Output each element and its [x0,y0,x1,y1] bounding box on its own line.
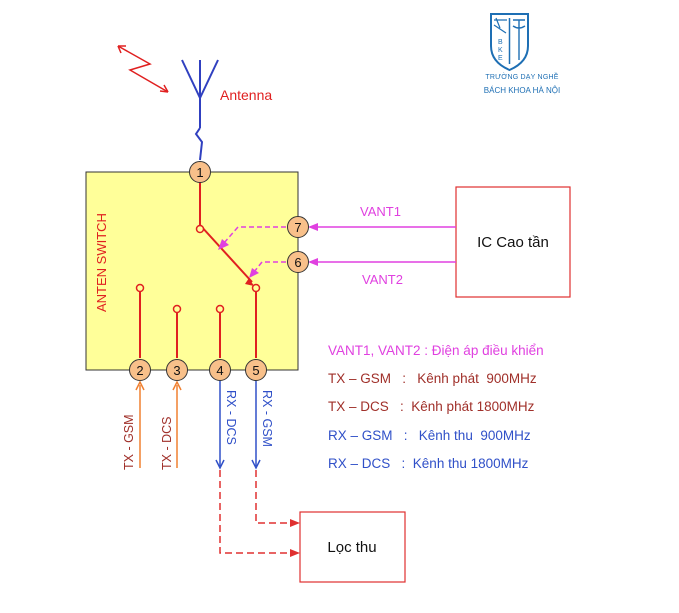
radio-wave-bolt-icon [117,45,169,93]
legend-key: TX – GSM [328,371,392,386]
legend-sep: : [392,428,419,443]
filter-box [299,511,406,583]
rx-gsm-label: RX - GSM [260,390,274,447]
arrowhead-icon [172,380,182,391]
tx-dcs-label: TX - DCS [160,417,174,470]
rx-dcs-dashed-path [219,470,292,554]
legend-sep: : [420,343,432,358]
logo-letter-k: K [498,47,503,54]
rx-dcs-label: RX - DCS [224,390,238,445]
legend-item: RX – DCS : Kênh thu 1800MHz [328,456,528,471]
pin-3-label: 3 [173,363,180,378]
arrowhead-icon [218,239,229,250]
arrowhead-icon [215,459,225,470]
switch-arm [139,182,257,358]
switch-contact [215,304,225,314]
legend-desc: Kênh thu 900MHz [418,428,531,443]
pin-4-label: 4 [216,363,223,378]
legend-sep: : [388,399,412,414]
antenna-label: Antenna [220,87,272,103]
vant1-label: VANT1 [360,204,401,219]
logo-line-2: BÁCH KHOA HÀ NỘI [483,86,561,95]
vant2-label: VANT2 [362,272,403,287]
antenna-icon [181,59,219,161]
anten-switch-box [85,171,299,371]
pin-2-label: 2 [136,363,143,378]
arrowhead-icon [249,268,259,278]
bke-shield-logo-icon: B K E [490,13,529,72]
pin-6 [287,251,309,273]
logo-letter-e: E [498,55,503,62]
legend-key: RX – GSM [328,428,393,443]
legend-sep: : [391,371,418,386]
legend-desc: Kênh phát 1800MHz [411,399,535,414]
pin-4 [209,359,231,381]
control-dashed-arrows [223,226,286,273]
filter-label: Lọc thu [327,539,376,556]
logo-letter-b: B [498,39,503,46]
legend-item: TX – DCS : Kênh phát 1800MHz [328,399,534,414]
arrowhead-icon [290,519,300,527]
rx-gsm-dashed-path [255,470,292,524]
ic-label: IC Cao tần [477,234,549,251]
anten-switch-label: ANTEN SWITCH [94,213,109,312]
arrowhead-icon [251,459,261,470]
switch-contact [195,224,205,234]
arrowhead-icon [308,258,318,266]
tx-gsm-label: TX - GSM [122,414,136,470]
arrowhead-icon [135,380,145,391]
pin-1 [189,161,211,183]
legend-item: VANT1, VANT2 : Điện áp điều khiển [328,343,544,358]
pin-7 [287,216,309,238]
legend-item: TX – GSM : Kênh phát 900MHz [328,371,537,386]
pin-1-label: 1 [196,165,203,180]
legend-desc: Kênh thu 1800MHz [412,456,529,471]
legend-key: TX – DCS [328,399,389,414]
legend-key: RX – DCS [328,456,391,471]
logo-line-1: TRƯỜNG DẠY NGHỀ [485,74,559,81]
pin-5 [245,359,267,381]
arrowhead-icon [290,549,300,557]
legend-desc: Kênh phát 900MHz [417,371,537,386]
switch-contact [135,283,145,293]
switch-contact [251,283,261,293]
legend-desc: Điện áp điều khiển [431,343,544,358]
arrowhead-icon [308,223,318,231]
pin-5-label: 5 [252,363,259,378]
legend-key: VANT1, VANT2 [328,343,421,358]
legend-item: RX – GSM : Kênh thu 900MHz [328,428,531,443]
pin-6-label: 6 [294,255,301,270]
legend-sep: : [390,456,413,471]
switch-contact [172,304,182,314]
ic-box [455,186,571,298]
switch-arrow-icon [245,278,254,286]
pin-7-label: 7 [294,220,301,235]
